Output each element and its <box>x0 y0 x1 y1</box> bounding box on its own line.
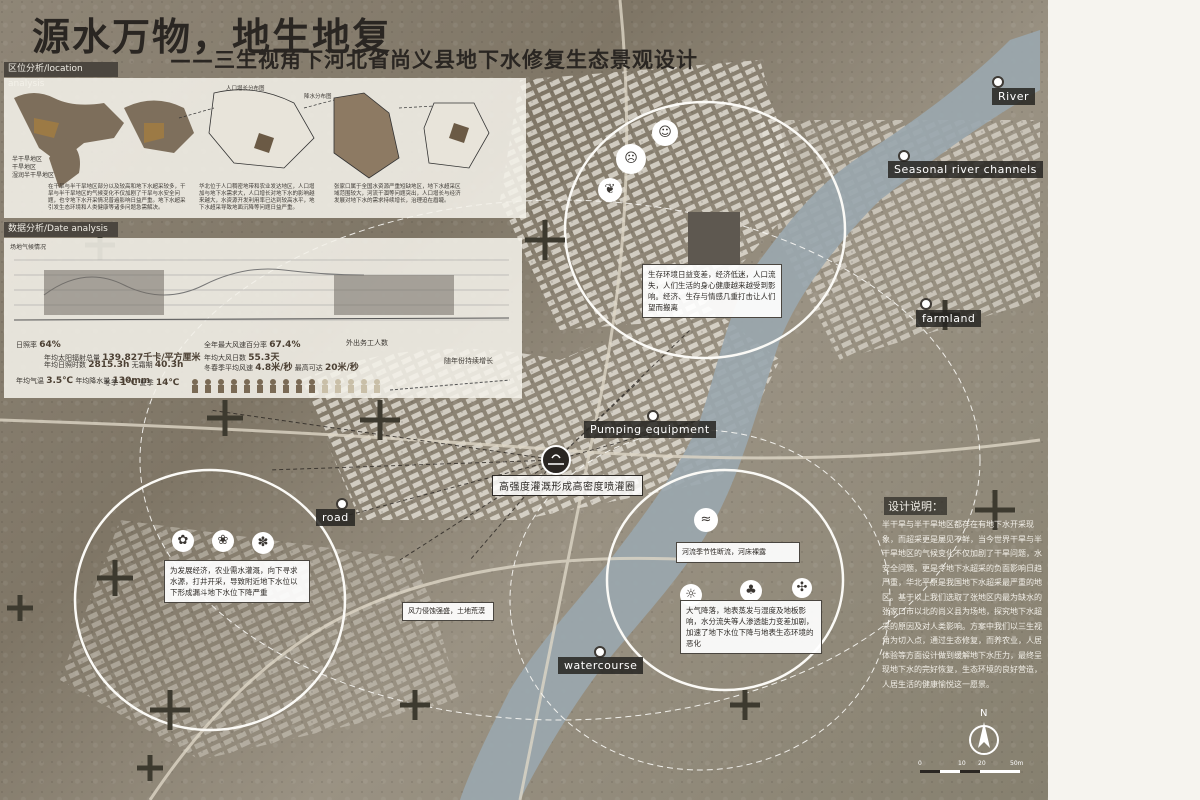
cabbage-icon: ❀ <box>212 530 234 552</box>
location-caption: 张家口属于全国水资源严重短缺地区，地下水超采区域范围较大，河流干涸等问题突出，人… <box>334 184 461 204</box>
scale-0: 0 <box>918 760 922 767</box>
note-river-dry: 河流季节性断流，河床裸露 <box>676 542 800 563</box>
compass-icon <box>969 722 999 755</box>
location-section-header: 区位分析/location analysis <box>4 62 118 89</box>
population-legend: 外出务工人数 <box>346 339 388 347</box>
plant-icon: ✣ <box>792 578 812 598</box>
page-title: 源水万物，地生地复 <box>32 14 393 59</box>
stat-radiation: 年均太阳辐射总量 139.827千卡/平方厘米 <box>44 353 201 363</box>
site-map <box>0 0 1048 800</box>
note-wind-erosion: 风力侵蚀强盛，土地荒漠 <box>402 602 494 621</box>
note-evaporation: 大气降落，地表蒸发与湿度及地板影响，水分流失等人渗透能力变差加剧，加速了地下水位… <box>680 600 822 654</box>
wheat-icon: ✿ <box>172 530 194 552</box>
dashed-rings <box>139 199 981 771</box>
map-tag: 降水分布图 <box>304 94 332 100</box>
analysis-circles <box>73 100 847 732</box>
label-irrigation-center[interactable]: 高强度灌溉形成高密度喷灌圈 <box>492 475 643 496</box>
stat-wind-days: 年均大风日数 55.3天 <box>204 353 280 363</box>
irrigation-center-icon <box>541 445 571 475</box>
map-tag: 人口增长分布图 <box>226 86 265 92</box>
wave-icon: ≈ <box>694 508 718 532</box>
population-figures <box>192 379 511 393</box>
stat-season-temp: 冬季 1℃ 夏季 14℃ <box>104 378 180 388</box>
location-panel: 半干旱地区 干旱地区 湿润半干旱地区 人口增长分布图 降水分布图 在干旱与半干旱… <box>4 78 526 218</box>
location-maps <box>14 89 490 188</box>
sprout-icon: ♣ <box>740 580 762 602</box>
note-living-conditions: 生存环境日益变差，经济低迷，人口流失，人们生活的身心健康越来越受到影响。经济、生… <box>642 264 782 318</box>
stat-wind-rate: 全年最大风速百分率 67.4% <box>204 340 301 350</box>
legend-item: 湿润半干旱地区 <box>12 172 55 179</box>
sad-face-icon: ☹ <box>616 144 646 174</box>
leaf-icon: ❦ <box>598 178 622 202</box>
river <box>460 30 1040 800</box>
scale-50: 50m <box>1010 760 1024 767</box>
chart-tag: 场地气候情况 <box>10 244 47 251</box>
page-subtitle: ——三生视角下河北省尚义县地下水修复生态景观设计 <box>170 48 698 72</box>
compass-label: N <box>980 708 988 719</box>
location-caption: 在干旱与半干旱地区部分以及较高和地下水超采较多，干旱与半干旱地区的气候变化不仅加… <box>48 184 186 211</box>
stat-sunshine-rate: 日照率 64% <box>16 340 61 350</box>
stat-sunshine-hours: 年均日照时数 2815.3h 无霜期 40.3h <box>44 360 184 370</box>
label-watercourse[interactable]: watercourse <box>558 657 644 674</box>
label-farmland[interactable]: farmland <box>916 310 982 327</box>
data-section-header: 数据分析/Date analysis <box>4 222 118 237</box>
data-panel: 场地气候情况 日照率 64% 年均太阳辐射总量 139.827千卡/平方厘米 年… <box>4 238 522 398</box>
margin-strip <box>1048 0 1200 800</box>
legend-item: 干旱地区 <box>12 164 37 171</box>
stat-wind-speed: 冬春季平均风速 4.8米/秒 最高可达 20米/秒 <box>204 363 359 373</box>
label-pumping[interactable]: Pumping equipment <box>584 421 716 438</box>
site-map-board: 源水万物，地生地复 ——三生视角下河北省尚义县地下水修复生态景观设计 区位分析/… <box>0 0 1048 800</box>
design-title: 设计说明： <box>884 497 947 515</box>
river-pin-icon[interactable] <box>992 76 1004 88</box>
corn-icon: ✽ <box>252 532 274 554</box>
person-icon: ☺ <box>652 120 678 146</box>
scale-10: 10 <box>958 760 966 767</box>
design-description: 半干旱与半干旱地区都存在有地下水开采现象，而超采更是屡见不鲜，当今世界干旱与半干… <box>882 520 1042 689</box>
label-river[interactable]: River <box>992 88 1035 105</box>
note-agriculture: 为发展经济，农业需水灌溉，向下寻求水源，打井开采，导致附近地下水位以下形成漏斗地… <box>164 560 310 603</box>
label-seasonal-river[interactable]: Seasonal river channels <box>888 161 1043 178</box>
scale-20: 20 <box>978 760 986 767</box>
growth-label: 随年份持续增长 <box>444 357 493 365</box>
scale-bar <box>920 770 1020 773</box>
location-caption: 华北位于人口稠密地带和农业发达地区，人口增加与地下水需求大，人口增长对地下水的影… <box>199 184 315 211</box>
legend-item: 半干旱地区 <box>12 156 43 163</box>
stat-temperature: 年均气温 3.5℃ 年均降水量 130mm <box>16 376 151 386</box>
climate-chart <box>13 259 510 321</box>
child-photo <box>688 212 740 264</box>
farmland-pin-icon[interactable] <box>920 298 932 310</box>
label-road[interactable]: road <box>316 509 355 526</box>
